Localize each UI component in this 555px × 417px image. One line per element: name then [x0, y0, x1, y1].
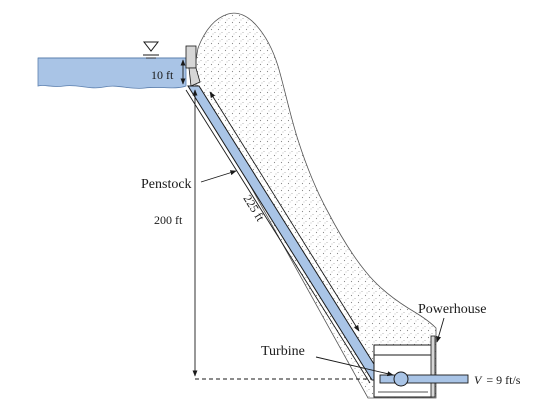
- reservoir-depth-label: 10 ft: [151, 68, 174, 82]
- velocity-value: = 9 ft/s: [486, 373, 520, 387]
- powerhouse-leader-arrow: [436, 317, 445, 343]
- penstock-length-dimension: [209, 91, 360, 332]
- elevation-dimension: [192, 89, 372, 380]
- penstock-label: Penstock: [141, 177, 192, 192]
- powerhouse-label: Powerhouse: [418, 302, 486, 317]
- turbine: [393, 371, 409, 387]
- turbine-leader-arrow: [315, 356, 394, 377]
- velocity-variable: V: [474, 373, 483, 387]
- elevation-label: 200 ft: [154, 213, 183, 227]
- outlet-velocity-label: V = 9 ft/s: [474, 373, 521, 387]
- reservoir: [37, 57, 187, 89]
- mountain-rock: [195, 12, 437, 399]
- powerhouse-building: [373, 335, 436, 398]
- penstock-leader-arrow: [200, 170, 237, 183]
- outlet-pipe: [379, 374, 469, 384]
- turbine-label: Turbine: [261, 344, 305, 359]
- inverted-triangle-water-level-icon: [142, 41, 160, 59]
- dam-intake: [185, 45, 201, 87]
